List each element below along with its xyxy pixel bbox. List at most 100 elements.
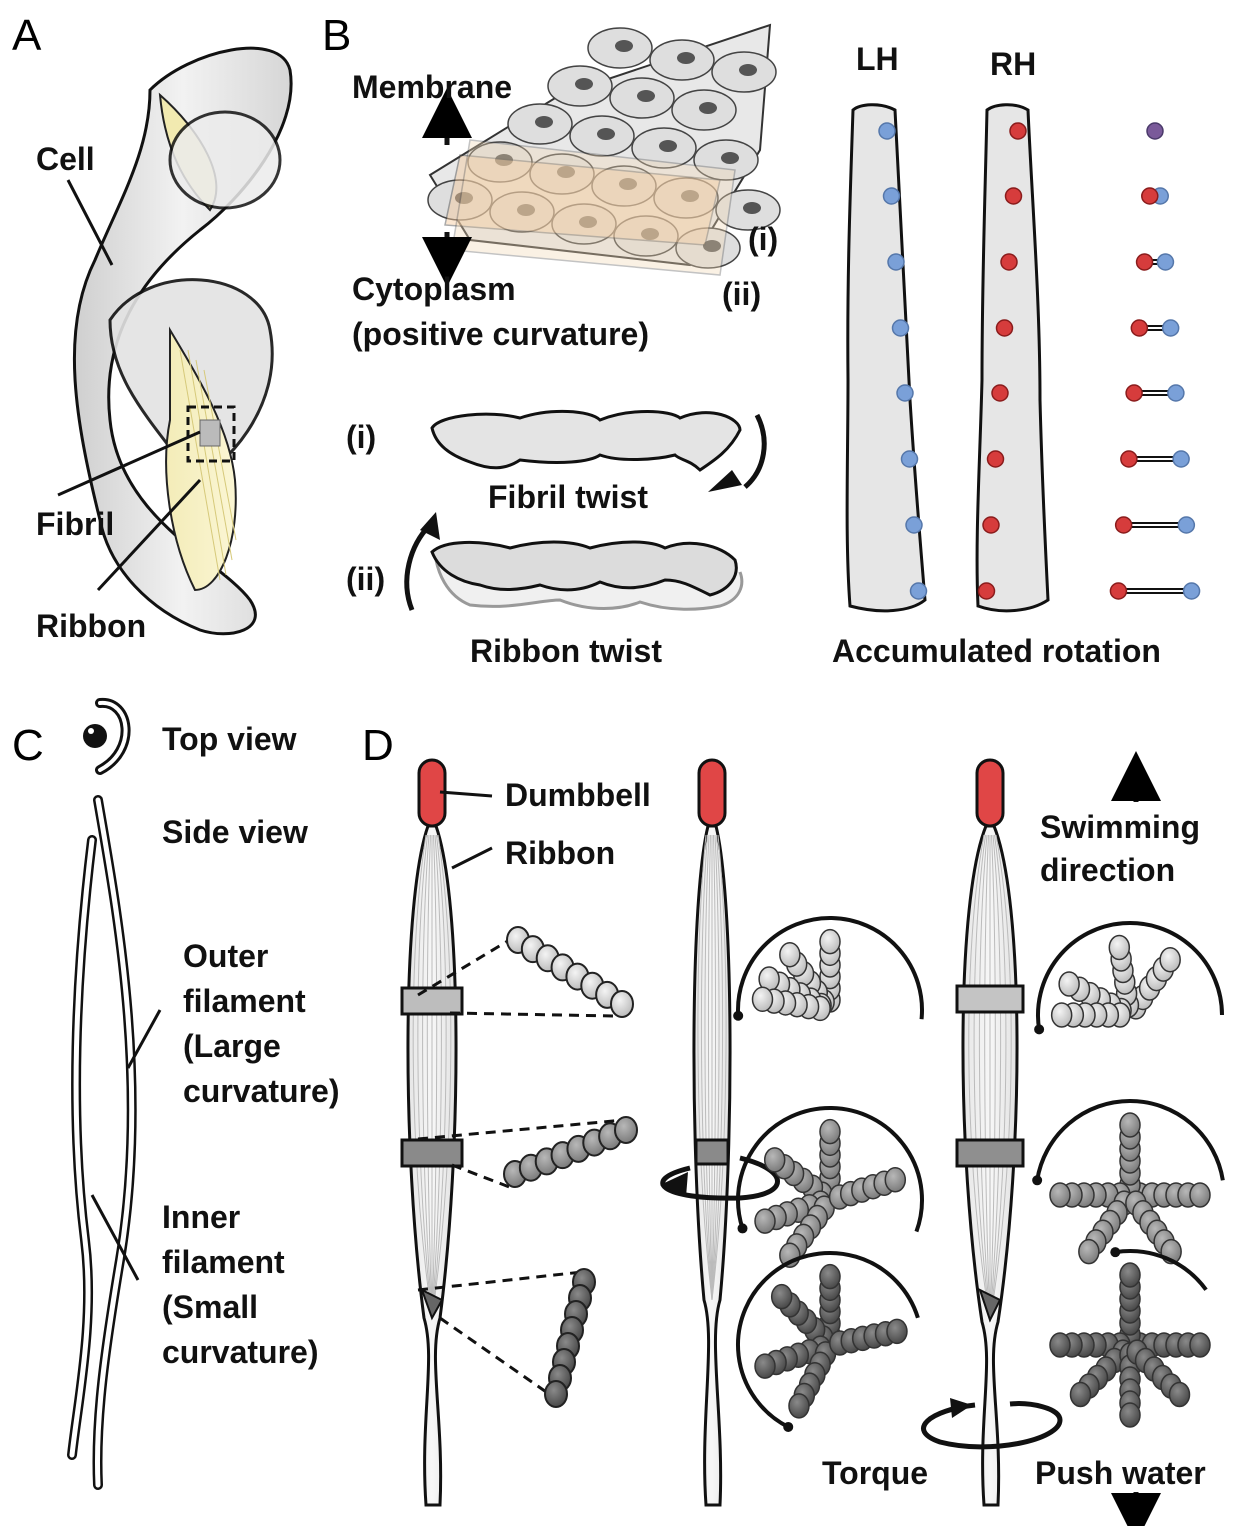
cell-leader (68, 180, 112, 265)
fan-bead (753, 987, 773, 1011)
lh-marker (884, 188, 900, 204)
rh-marker (979, 583, 995, 599)
fan-bead (1079, 1240, 1099, 1264)
lh-label: LH (856, 41, 899, 77)
acc-lh-marker (1178, 517, 1194, 533)
lattice-pore (699, 102, 717, 114)
fibril-twist-arrow (745, 415, 764, 487)
acc-rh-marker (1137, 254, 1153, 270)
ribbon-twist-arrow (407, 525, 430, 610)
outer-label-4: curvature) (183, 1073, 340, 1109)
acc-rh-marker (1110, 583, 1126, 599)
bead-fan-1 (733, 918, 922, 1021)
fan-bead (1052, 1003, 1072, 1027)
panel-a-letter: A (12, 11, 42, 60)
cross-section-band (402, 988, 462, 1014)
fan-bead (1071, 1382, 1091, 1406)
acc-lh-marker (1168, 385, 1184, 401)
fan-bead (1109, 936, 1129, 960)
lattice-pore (575, 78, 593, 90)
panel-b-letter: B (322, 11, 351, 60)
fan-bead (820, 1120, 840, 1144)
lh-marker (893, 320, 909, 336)
dumbbell (699, 760, 725, 826)
top-view-icon (83, 703, 126, 770)
plane-i-label: (i) (748, 221, 778, 257)
fan-arrowhead (1110, 1247, 1120, 1257)
lattice-pore (597, 128, 615, 140)
lh-filament (847, 105, 925, 611)
inner-label-3: (Small (162, 1289, 258, 1325)
bead-fan-5 (1032, 1101, 1223, 1264)
lattice-pore (615, 40, 633, 52)
lh-marker (879, 123, 895, 139)
inner-label-2: filament (162, 1244, 285, 1280)
bead-fan-2 (738, 1108, 922, 1267)
fan-arrowhead (738, 1223, 748, 1233)
acc-rh-marker (1121, 451, 1137, 467)
dumbbell (977, 760, 1003, 826)
fan-bead (755, 1354, 775, 1378)
fan-bead (1050, 1183, 1070, 1207)
dumbbell-ribbon-body-middle (694, 760, 730, 1505)
fibril-twist-label: Fibril twist (488, 479, 648, 515)
fibril-lattice (428, 25, 780, 275)
lh-marker (888, 254, 904, 270)
fan-bead (772, 1285, 792, 1309)
ribbon-label-d: Ribbon (505, 835, 615, 871)
fan-bead (1160, 948, 1180, 972)
cross-section-band (957, 1140, 1023, 1166)
fan-bead (820, 1265, 840, 1289)
ribbon-leader-d (452, 848, 492, 868)
acc-rh-marker (1142, 188, 1158, 204)
side-view-filaments (72, 800, 132, 1485)
rh-label: RH (990, 46, 1036, 82)
bead (611, 991, 633, 1017)
swimming-label-1: Swimming (1040, 809, 1200, 845)
row-i-label: (i) (346, 419, 376, 455)
bead-fan-3 (738, 1253, 918, 1432)
fan-bead (1120, 1113, 1140, 1137)
fan-bead (1169, 1382, 1189, 1406)
accumulated-rotation-label: Accumulated rotation (832, 633, 1161, 669)
ribbon-label: Ribbon (36, 608, 146, 644)
panel-c-letter: C (12, 721, 44, 770)
positive-curvature-label: (positive curvature) (352, 316, 649, 352)
lattice-pore (739, 64, 757, 76)
lattice-pore (677, 52, 695, 64)
ribbon-twist-profile (432, 542, 742, 609)
bead-fan-4 (1034, 923, 1222, 1034)
bead-chain-top (507, 927, 633, 1017)
fan-arrowhead (1034, 1024, 1044, 1034)
acc-lh-marker (1157, 254, 1173, 270)
acc-lh-marker (1173, 451, 1189, 467)
fan-bead (780, 943, 800, 967)
acc-rh-marker (1126, 385, 1142, 401)
bead (545, 1381, 567, 1407)
dumbbell-leader (440, 792, 492, 796)
rh-marker (983, 517, 999, 533)
lh-marker (902, 451, 918, 467)
rh-marker (1006, 188, 1022, 204)
lattice-pore (721, 152, 739, 164)
lh-marker (911, 583, 927, 599)
rh-marker (988, 451, 1004, 467)
rh-marker (992, 385, 1008, 401)
acc-rh-marker (1116, 517, 1132, 533)
lh-marker (897, 385, 913, 401)
swimming-label-2: direction (1040, 852, 1175, 888)
dumbbell-ribbon-body-right (957, 760, 1023, 1505)
fan-bead (820, 930, 840, 954)
outer-label-1: Outer (183, 938, 268, 974)
rh-marker (997, 320, 1013, 336)
overlap-marker (1147, 123, 1163, 139)
rh-marker (1001, 254, 1017, 270)
fan-bead (765, 1148, 785, 1172)
fan-bead (1059, 972, 1079, 996)
lattice-pore (659, 140, 677, 152)
ribbon-twist-label: Ribbon twist (470, 633, 662, 669)
acc-rh-marker (1131, 320, 1147, 336)
fan-bead (755, 1209, 775, 1233)
